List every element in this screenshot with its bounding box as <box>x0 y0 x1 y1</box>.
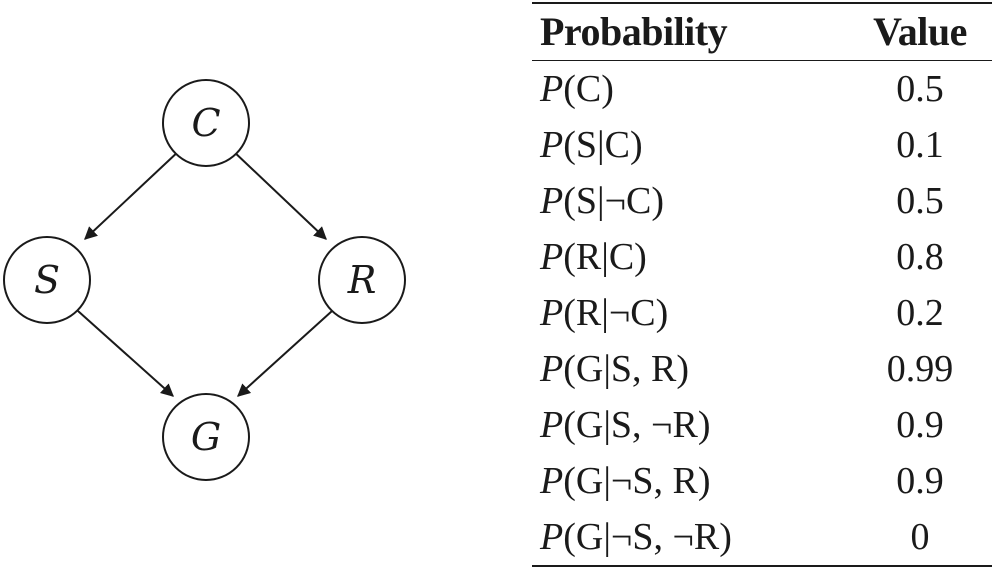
probability-symbol: P <box>540 180 564 222</box>
value-cell: 0.9 <box>896 404 944 446</box>
probability-expression: (R|¬C) <box>563 292 669 334</box>
probability-symbol: P <box>540 460 564 502</box>
value-cell: 0.5 <box>896 68 944 110</box>
probability-cell: P(G|¬S, R) <box>532 453 848 509</box>
node-r-label: R <box>347 258 377 302</box>
probability-symbol: P <box>540 124 564 166</box>
edge-c-to-r <box>230 148 327 240</box>
table-row: P(G|S, R) 0.99 <box>532 341 992 397</box>
value-column-header: Value <box>873 9 967 54</box>
node-s-label: S <box>34 258 60 302</box>
table-header-row: Probability Value <box>532 3 992 61</box>
probability-cell: P(G|S, ¬R) <box>532 397 848 453</box>
probability-cell: P(R|¬C) <box>532 285 848 341</box>
probability-expression: (G|¬S, ¬R) <box>563 516 732 558</box>
probability-expression: (G|S, R) <box>563 348 690 390</box>
table-row: P(S|¬C) 0.5 <box>532 173 992 229</box>
bayesian-network-diagram: C S R G <box>3 79 406 481</box>
probability-expression: (G|¬S, R) <box>563 460 711 502</box>
probability-expression: (S|C) <box>563 124 643 166</box>
probability-symbol: P <box>540 236 564 278</box>
probability-expression: (C) <box>563 68 614 110</box>
edge-c-to-s <box>84 148 182 240</box>
probability-cell: P(S|¬C) <box>532 173 848 229</box>
table-row: P(R|¬C) 0.2 <box>532 285 992 341</box>
probability-cell: P(G|¬S, ¬R) <box>532 509 848 566</box>
probability-symbol: P <box>540 68 564 110</box>
node-c: C <box>162 79 250 167</box>
table-row: P(G|¬S, R) 0.9 <box>532 453 992 509</box>
value-cell: 0.8 <box>896 236 944 278</box>
probability-table: Probability Value P(C) 0.5 P(S|C) 0.1 P(… <box>532 2 992 567</box>
node-r: R <box>318 236 406 324</box>
table-row: P(G|¬S, ¬R) 0 <box>532 509 992 566</box>
probability-symbol: P <box>540 404 564 446</box>
table-row: P(G|S, ¬R) 0.9 <box>532 397 992 453</box>
probability-symbol: P <box>540 516 564 558</box>
probability-symbol: P <box>540 292 564 334</box>
value-cell: 0.5 <box>896 180 944 222</box>
node-g: G <box>162 393 250 481</box>
table-row: P(R|C) 0.8 <box>532 229 992 285</box>
probability-cell: P(R|C) <box>532 229 848 285</box>
probability-column-header: Probability <box>540 9 728 54</box>
value-cell: 0.1 <box>896 124 944 166</box>
value-cell: 0.9 <box>896 460 944 502</box>
value-cell: 0.2 <box>896 292 944 334</box>
node-s: S <box>3 236 91 324</box>
probability-expression: (R|C) <box>563 236 647 278</box>
edge-r-to-g <box>237 310 333 397</box>
probability-expression: (G|S, ¬R) <box>563 404 711 446</box>
node-g-label: G <box>191 415 221 459</box>
table-row: P(C) 0.5 <box>532 61 992 118</box>
table-row: P(S|C) 0.1 <box>532 117 992 173</box>
node-c-label: C <box>191 101 220 145</box>
value-cell: 0.99 <box>886 348 954 390</box>
probability-cell: P(S|C) <box>532 117 848 173</box>
value-cell: 0 <box>910 516 930 558</box>
probability-cell: P(C) <box>532 61 848 118</box>
probability-expression: (S|¬C) <box>563 180 665 222</box>
probability-cell: P(G|S, R) <box>532 341 848 397</box>
edge-s-to-g <box>77 310 174 397</box>
probability-symbol: P <box>540 348 564 390</box>
